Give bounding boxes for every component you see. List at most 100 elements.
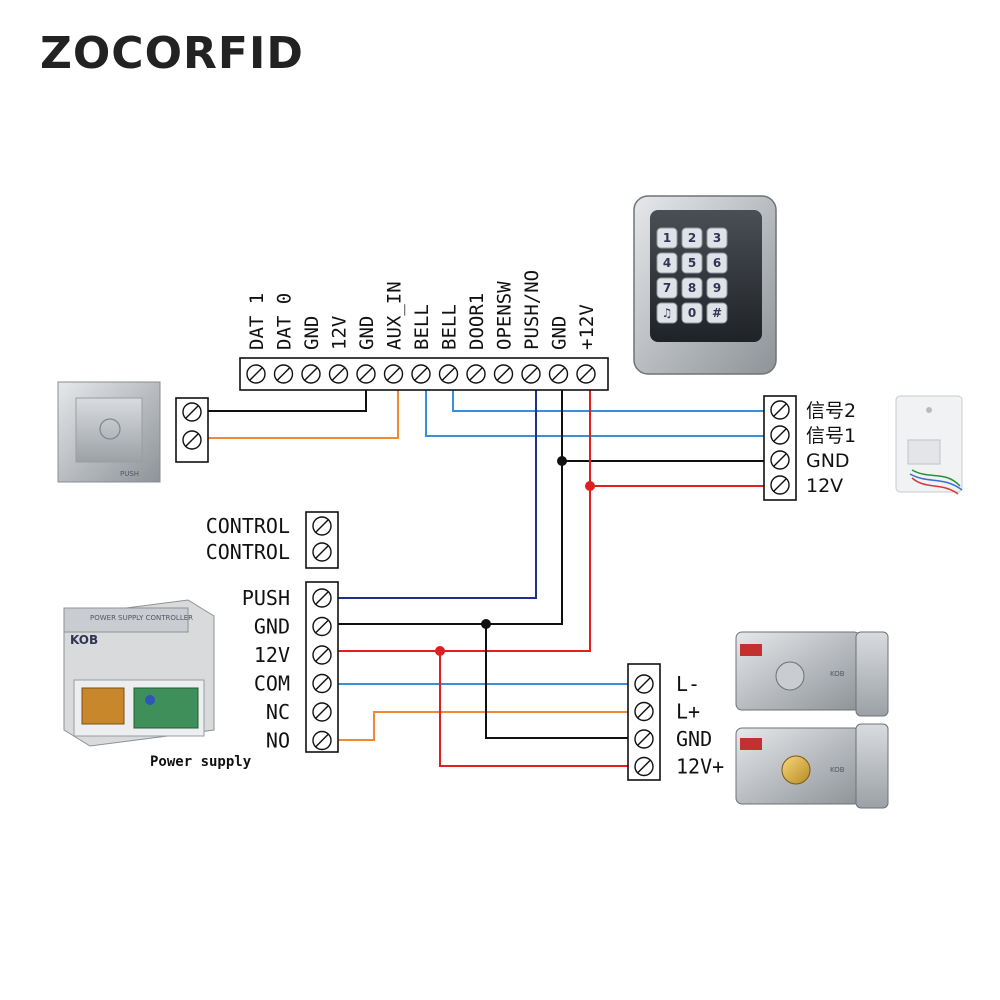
controller-terminal-label-9: DOOR1 xyxy=(466,293,488,350)
lock-terminal-label-1: L- xyxy=(676,672,700,696)
lock-screw-3 xyxy=(634,729,654,749)
lock-top-cylinder xyxy=(775,661,805,691)
controller-screw-4 xyxy=(328,364,349,384)
exit-button-screw-2 xyxy=(182,430,202,450)
controller-screw-5 xyxy=(356,364,376,384)
doorbell-label xyxy=(907,439,941,465)
bell-terminal-label-1: 信号2 xyxy=(806,400,856,422)
wire-push-no xyxy=(338,378,537,599)
keypad-key-6: 6 xyxy=(706,252,728,274)
controller-screw-2 xyxy=(273,364,294,384)
controller-screws xyxy=(246,364,596,384)
keypad-key-label-8: 8 xyxy=(688,281,696,295)
controller-terminal-label-10: OPENSW xyxy=(494,281,516,350)
power-supply-terminal-strip xyxy=(305,581,339,753)
bell-screw-4 xyxy=(770,475,790,495)
exit-button-image: PUSH xyxy=(57,381,161,483)
lock-bottom-cylinder xyxy=(781,755,811,785)
keypad-key-2: 2 xyxy=(681,227,703,249)
bell-terminal-label-3: GND xyxy=(806,450,850,472)
controller-terminal-label-4: 12V xyxy=(329,316,351,350)
power-supply-terminal-label-4: COM xyxy=(254,672,290,696)
junction-gnd-bell xyxy=(557,456,567,466)
exit-button-terminal-block xyxy=(175,397,209,463)
electric-lock-top: KOB xyxy=(735,631,889,717)
power-supply-brand: KOB xyxy=(70,633,98,647)
control-screw-2 xyxy=(312,542,332,562)
bell-screw-2 xyxy=(770,425,790,445)
power-supply-circuit-board xyxy=(133,687,199,729)
bell-terminal-label-2: 信号1 xyxy=(806,425,856,447)
control-terminal-label-2: CONTROL xyxy=(206,540,290,564)
lock-screw-1 xyxy=(634,674,654,694)
controller-screw-3 xyxy=(301,364,321,384)
controller-terminal-label-8: BELL xyxy=(439,304,461,350)
keypad-key-10: ♫ xyxy=(656,302,678,324)
wire-12v xyxy=(338,378,591,652)
keypad-key-label-12: # xyxy=(712,306,722,320)
controller-terminal-label-5: GND xyxy=(356,316,378,350)
controller-screw-13 xyxy=(576,364,596,384)
controller-screw-6 xyxy=(383,364,404,384)
wire-exit-button-aux-in xyxy=(208,378,399,439)
lock-top-brand: KOB xyxy=(830,670,845,678)
power-supply-screw-5 xyxy=(312,702,332,722)
controller-terminal-label-12: GND xyxy=(549,316,571,350)
keypad-key-label-11: 0 xyxy=(688,306,696,320)
power-supply-label-strip xyxy=(63,607,189,633)
lock-top-latch xyxy=(855,631,889,717)
lock-terminal-label-4: 12V+ xyxy=(676,755,724,779)
lock-screw-4 xyxy=(634,756,654,777)
control-screw-1 xyxy=(312,516,332,536)
brand-logo: ZOCORFID xyxy=(40,28,304,79)
bell-screw-3 xyxy=(770,450,790,470)
power-supply-screw-2 xyxy=(312,616,332,637)
keypad-key-7: 7 xyxy=(656,277,678,299)
controller-screw-8 xyxy=(438,364,459,384)
lock-screw-2 xyxy=(634,701,654,722)
keypad-key-label-6: 6 xyxy=(713,256,721,270)
keypad-key-label-10: ♫ xyxy=(662,306,673,320)
bell-screw-1 xyxy=(770,400,790,420)
exit-button-label: PUSH xyxy=(120,470,139,478)
power-supply-terminal-label-5: NC xyxy=(266,700,290,724)
power-supply-terminal-label-6: NO xyxy=(266,729,290,753)
keypad-key-label-1: 1 xyxy=(663,231,671,245)
doorbell-wire-red xyxy=(911,477,959,495)
lock-top-sticker xyxy=(740,644,762,656)
controller-terminal-label-3: GND xyxy=(301,316,323,350)
lock-screws xyxy=(634,674,654,777)
controller-screw-9 xyxy=(466,364,486,384)
keypad-key-8: 8 xyxy=(681,277,703,299)
bell-screws xyxy=(770,400,790,495)
controller-terminal-label-1: DAT 1 xyxy=(246,293,268,350)
keypad-key-label-9: 9 xyxy=(713,281,721,295)
power-supply-image: POWER SUPPLY CONTROLLER KOB Power supply xyxy=(63,599,252,770)
power-supply-screws xyxy=(312,588,332,751)
control-screws xyxy=(312,516,332,562)
controller-screw-10 xyxy=(493,364,514,384)
keypad-face xyxy=(650,210,762,342)
keypad-key-1: 1 xyxy=(656,227,678,249)
keypad-key-label-5: 5 xyxy=(688,256,696,270)
power-supply-screw-3 xyxy=(312,645,332,665)
controller-terminal-label-11: PUSH/NO xyxy=(521,270,543,350)
doorbell-wire-green xyxy=(911,469,961,487)
wire-no-lock-l-plus xyxy=(338,711,628,741)
wire-lock-12v xyxy=(439,651,628,767)
wire-lock-gnd xyxy=(485,624,628,739)
junction-12v-lock xyxy=(435,646,445,656)
control-terminal-label-1: CONTROL xyxy=(206,514,290,538)
controller-screw-7 xyxy=(411,364,431,384)
